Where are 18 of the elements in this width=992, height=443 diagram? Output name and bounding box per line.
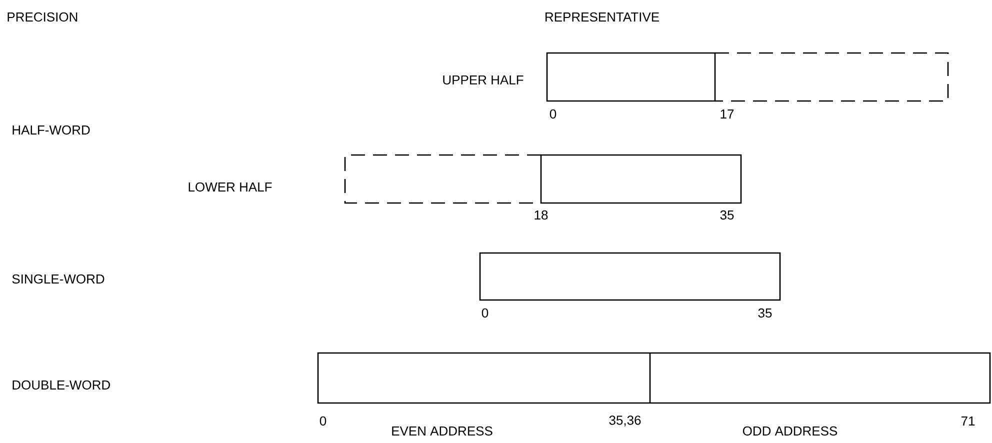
bit-number: 71 [961, 416, 975, 426]
row-label: HALF-WORD [12, 125, 90, 135]
bit-number: 35,36 [609, 416, 641, 426]
row-label: UPPER HALF [443, 75, 524, 85]
bit-number: 35 [758, 308, 772, 318]
bit-number: 18 [534, 210, 548, 220]
row-label: DOUBLE-WORD [12, 380, 110, 390]
column-header: REPRESENTATIVE [546, 12, 659, 22]
bit-number: 0 [320, 416, 326, 426]
column-header: PRECISION [8, 12, 78, 22]
bit-number: 35 [720, 210, 734, 220]
field-label: ODD ADDRESS [742, 426, 838, 436]
row-label: LOWER HALF [188, 182, 272, 192]
bit-number: 17 [720, 110, 734, 118]
field-label: EVEN ADDRESS [392, 426, 492, 436]
bit-number: 0 [550, 109, 556, 119]
row-label: SINGLE-WORD [12, 274, 104, 284]
bit-number: 0 [482, 308, 488, 318]
